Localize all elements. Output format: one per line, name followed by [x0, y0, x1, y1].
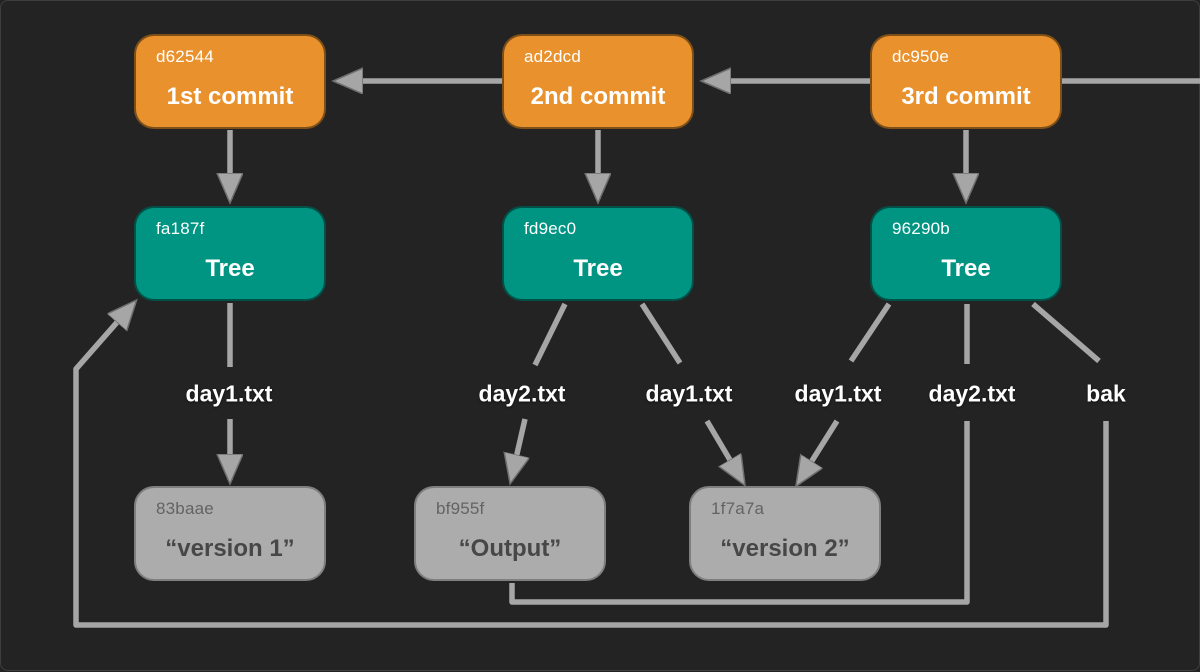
file-label-bak-tree3[interactable]: bak — [1086, 380, 1126, 407]
tree-node-1[interactable]: fa187f Tree — [134, 206, 326, 301]
tree-3-hash: 96290b — [892, 219, 950, 238]
edge-label2-blob3 — [704, 419, 743, 482]
tree-1-hash: fa187f — [156, 219, 205, 238]
tree-2-title: Tree — [573, 255, 623, 282]
blob-1-hash: 83baae — [156, 499, 214, 518]
commit-1-hash: d62544 — [156, 47, 214, 66]
blob-node-2[interactable]: bf955f “Output” — [414, 486, 606, 581]
blob-node-1[interactable]: 83baae “version 1” — [134, 486, 326, 581]
file-label-day1-tree3[interactable]: day1.txt — [794, 380, 882, 407]
edge-label3-blob3 — [798, 419, 840, 483]
commit-3-title: 3rd commit — [901, 83, 1031, 110]
edge-tree3-label-bak — [1031, 301, 1101, 364]
edge-tree2-label-day2 — [532, 302, 568, 367]
tree-3-title: Tree — [941, 255, 991, 282]
file-label-day1-tree2[interactable]: day1.txt — [645, 380, 733, 407]
file-label-day1-tree1[interactable]: day1.txt — [185, 380, 273, 407]
edge-tree2-label-day1 — [639, 302, 683, 365]
commit-node-1[interactable]: d62544 1st commit — [134, 34, 326, 129]
tree-node-2[interactable]: fd9ec0 Tree — [502, 206, 694, 301]
commit-1-title: 1st commit — [166, 83, 294, 110]
blob-3-hash: 1f7a7a — [711, 499, 765, 518]
edge-label-blob2 — [511, 418, 525, 480]
blob-2-hash: bf955f — [436, 499, 485, 518]
tree-2-hash: fd9ec0 — [524, 219, 577, 238]
blob-1-title: “version 1” — [165, 535, 295, 562]
blob-2-title: “Output” — [458, 535, 562, 562]
commit-node-3[interactable]: dc950e 3rd commit — [870, 34, 1062, 129]
commit-2-hash: ad2dcd — [524, 47, 581, 66]
tree-1-title: Tree — [205, 255, 255, 282]
file-label-day2-tree3[interactable]: day2.txt — [928, 380, 1016, 407]
blob-node-3[interactable]: 1f7a7a “version 2” — [689, 486, 881, 581]
commit-node-2[interactable]: ad2dcd 2nd commit — [502, 34, 694, 129]
edge-label-bak-tree1-route — [73, 303, 1109, 628]
commit-3-hash: dc950e — [892, 47, 949, 66]
tree-node-3[interactable]: 96290b Tree — [870, 206, 1062, 301]
commit-2-title: 2nd commit — [530, 83, 666, 110]
edge-label-day2-blob2-route — [509, 421, 970, 605]
file-label-day2-tree2[interactable]: day2.txt — [478, 380, 566, 407]
blob-3-title: “version 2” — [720, 535, 850, 562]
edge-tree3-label-day1 — [848, 302, 892, 363]
